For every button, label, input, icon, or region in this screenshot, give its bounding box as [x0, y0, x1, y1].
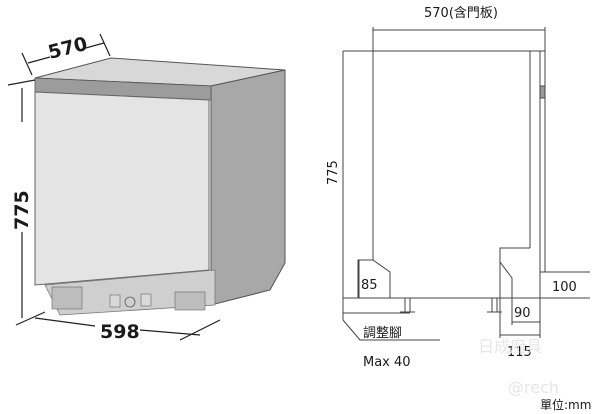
leg-label: 調整腳 [363, 326, 402, 341]
watermark-line2: @rech [508, 378, 559, 397]
front-plinth-label: 85 [361, 278, 378, 293]
unit-label: 單位:mm [540, 397, 591, 412]
watermark-line1: 日成廚具 [478, 337, 542, 356]
leg-max-label: Max 40 [363, 355, 411, 370]
side-view-outline [342, 27, 590, 341]
iso-width-label: 570 [46, 33, 90, 64]
side-height-label: 775 [326, 160, 341, 185]
iso-depth-label: 598 [100, 321, 140, 343]
iso-height-label: 775 [11, 190, 33, 230]
side-depth-label: 570(含門板) [424, 5, 498, 21]
rear-plinth-label: 100 [552, 280, 577, 295]
iso-appliance [34, 57, 286, 316]
rear-offset-label: 90 [514, 306, 531, 321]
iso-dimension-lines [7, 33, 221, 341]
rear-width-label: 115 [507, 345, 532, 360]
